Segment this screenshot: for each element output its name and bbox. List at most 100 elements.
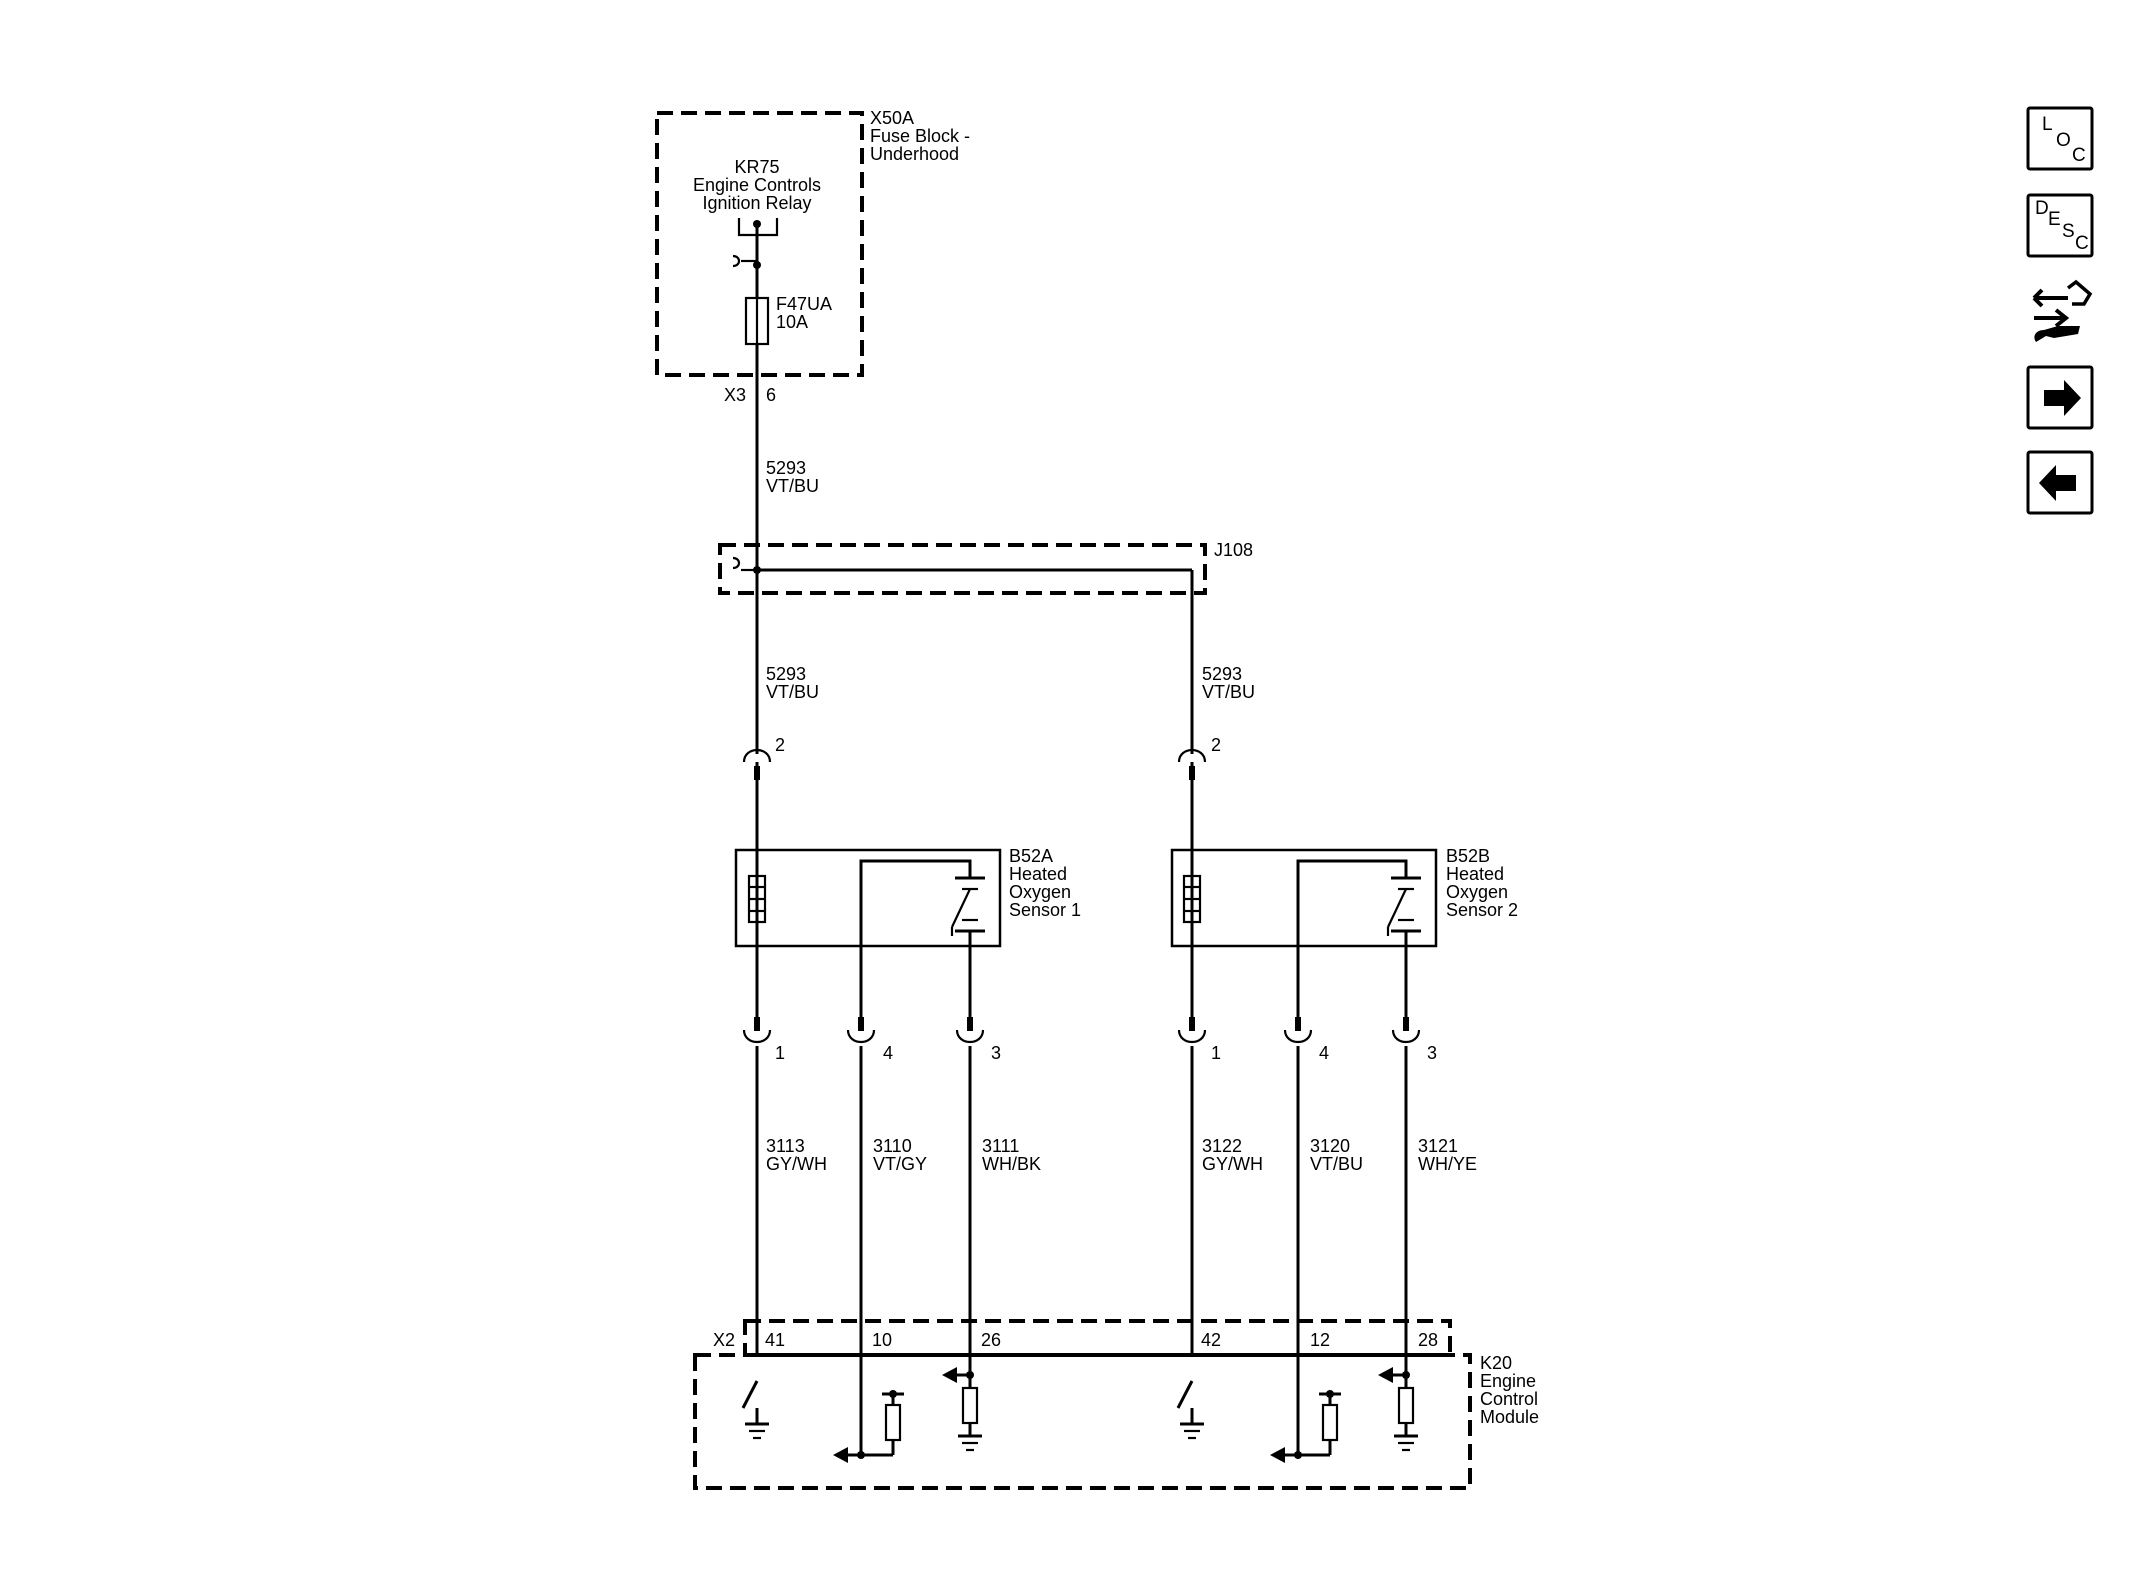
sensor-b52b: B52B Heated Oxygen Sensor 2	[1170, 846, 1518, 1020]
wire-3113-color: GY/WH	[766, 1154, 827, 1174]
wire-3120-color: VT/BU	[1310, 1154, 1363, 1174]
ecm-line2: Engine	[1480, 1371, 1536, 1391]
fuse-block-boundary	[655, 111, 864, 377]
reference-circuit-icon	[1378, 1367, 1418, 1452]
wire-3120-circuit: 3120	[1310, 1136, 1350, 1156]
splice-j108: J108	[718, 540, 1253, 595]
ecm-line3: Control	[1480, 1389, 1538, 1409]
b52a-supply-pin: 2	[775, 735, 785, 755]
signal-input-circuit-icon	[1270, 1390, 1341, 1463]
connector-b52b-pin3	[1391, 1017, 1421, 1044]
ecm-connector-x2-boundary	[743, 1319, 1452, 1357]
ecm-pin-10: 10	[872, 1330, 892, 1350]
ecm-id: K20	[1480, 1353, 1512, 1373]
desc-letter-e: E	[2048, 209, 2061, 230]
b52b-pin-3: 3	[1427, 1043, 1437, 1063]
desc-letter-s: S	[2062, 221, 2075, 242]
relay-name-line1: Engine Controls	[693, 175, 821, 195]
relay-id: KR75	[734, 157, 779, 177]
sensor-b52a-line4: Sensor 1	[1009, 900, 1081, 920]
ecm-connector-id: X2	[713, 1330, 735, 1350]
ecm-pin-12: 12	[1310, 1330, 1330, 1350]
b52a-pin-4: 4	[883, 1043, 893, 1063]
wire-b52b-circuit: 5293	[1202, 664, 1242, 684]
next-page-button[interactable]	[2026, 365, 2094, 430]
sensor-b52a-id: B52A	[1009, 846, 1053, 866]
desc-letter-d: D	[2035, 198, 2049, 219]
oxygen-cell-icon	[859, 859, 985, 1020]
ecm-pin-41: 41	[765, 1330, 785, 1350]
wire-b52b-color: VT/BU	[1202, 682, 1255, 702]
reference-circuit-icon	[942, 1367, 982, 1452]
loc-letter-l: L	[2042, 114, 2053, 135]
wire-3111-color: WH/BK	[982, 1154, 1041, 1174]
sensor-b52a-line2: Heated	[1009, 864, 1067, 884]
sensor-b52b-line2: Heated	[1446, 864, 1504, 884]
wire-3110-color: VT/GY	[873, 1154, 927, 1174]
previous-page-button[interactable]	[2026, 450, 2094, 515]
signal-wires	[755, 1046, 1408, 1455]
wire-3122-circuit: 3122	[1202, 1136, 1242, 1156]
loc-letter-c: C	[2072, 145, 2086, 166]
desc-letter-c: C	[2075, 233, 2089, 254]
sensor-b52a-line3: Oxygen	[1009, 882, 1071, 902]
relay-symbol-icon	[732, 218, 779, 269]
wire-3111-circuit: 3111	[982, 1136, 1019, 1156]
fuse-block-name-line2: Underhood	[870, 144, 959, 164]
sensor-b52a: B52A Heated Oxygen Sensor 1	[734, 846, 1081, 1020]
ecm-pin-28: 28	[1418, 1330, 1438, 1350]
b52b-pin-4: 4	[1319, 1043, 1329, 1063]
fuse-icon	[744, 296, 770, 346]
low-side-driver-icon	[1176, 1380, 1204, 1440]
fuse-connector-pin: 6	[766, 385, 776, 405]
wire-3122-color: GY/WH	[1202, 1154, 1263, 1174]
connector-wrench-icon	[2032, 279, 2093, 342]
connector-repair-button[interactable]	[2026, 275, 2096, 345]
sensor-b52b-line3: Oxygen	[1446, 882, 1508, 902]
b52a-pin-3: 3	[991, 1043, 1001, 1063]
connector-b52b-pin1	[1177, 1017, 1207, 1044]
low-side-driver-icon	[741, 1380, 769, 1440]
splice-boundary	[718, 543, 1207, 595]
fuse-id: F47UA	[776, 294, 832, 314]
wire-feed-color: VT/BU	[766, 476, 819, 496]
arrow-left-icon	[2039, 465, 2076, 501]
b52b-pin-1: 1	[1211, 1043, 1221, 1063]
fuse-block-name-line1: Fuse Block -	[870, 126, 970, 146]
wire-b52a-circuit: 5293	[766, 664, 806, 684]
connector-b52a-pin1	[742, 1017, 772, 1044]
wire-b52a-color: VT/BU	[766, 682, 819, 702]
fuse-rating: 10A	[776, 312, 808, 332]
location-button[interactable]: L O C	[2026, 106, 2094, 171]
sensor-b52b-line4: Sensor 2	[1446, 900, 1518, 920]
ecm-line4: Module	[1480, 1407, 1539, 1427]
wire-3110-circuit: 3110	[873, 1136, 912, 1156]
connector-b52b-pin2	[1177, 748, 1207, 850]
connector-b52b-pin4	[1283, 1017, 1313, 1044]
sensor-b52b-box	[1170, 848, 1438, 948]
splice-id: J108	[1214, 540, 1253, 560]
arrow-right-icon	[2044, 380, 2081, 416]
sensor-b52b-id: B52B	[1446, 846, 1490, 866]
fuse-block-id: X50A	[870, 108, 914, 128]
ecm-pin-26: 26	[981, 1330, 1001, 1350]
wire-3113-circuit: 3113	[766, 1136, 805, 1156]
loc-letter-o: O	[2056, 130, 2071, 151]
connector-b52a-pin3	[955, 1017, 985, 1044]
fuse-connector-id: X3	[724, 385, 746, 405]
wire-3121-color: WH/YE	[1418, 1154, 1477, 1174]
b52a-pin-1: 1	[775, 1043, 785, 1063]
oxygen-cell-icon	[1296, 859, 1421, 1020]
b52b-supply-pin: 2	[1211, 735, 1221, 755]
signal-input-circuit-icon	[833, 1390, 904, 1463]
wire-3121-circuit: 3121	[1418, 1136, 1458, 1156]
ecm-boundary	[693, 1353, 1472, 1490]
sensor-harness-connectors	[742, 1017, 1421, 1044]
fuse-block-x50a: X50A Fuse Block - Underhood KR75 Engine …	[655, 108, 970, 405]
connector-b52a-pin2	[742, 748, 772, 850]
description-button[interactable]: D E S C	[2026, 193, 2094, 258]
ecm-pin-42: 42	[1201, 1330, 1221, 1350]
relay-name-line2: Ignition Relay	[702, 193, 811, 213]
ecm-k20: X2 41 10 26 42 12 28 K20 Engine Control …	[693, 1319, 1539, 1490]
connector-b52a-pin4	[846, 1017, 876, 1044]
